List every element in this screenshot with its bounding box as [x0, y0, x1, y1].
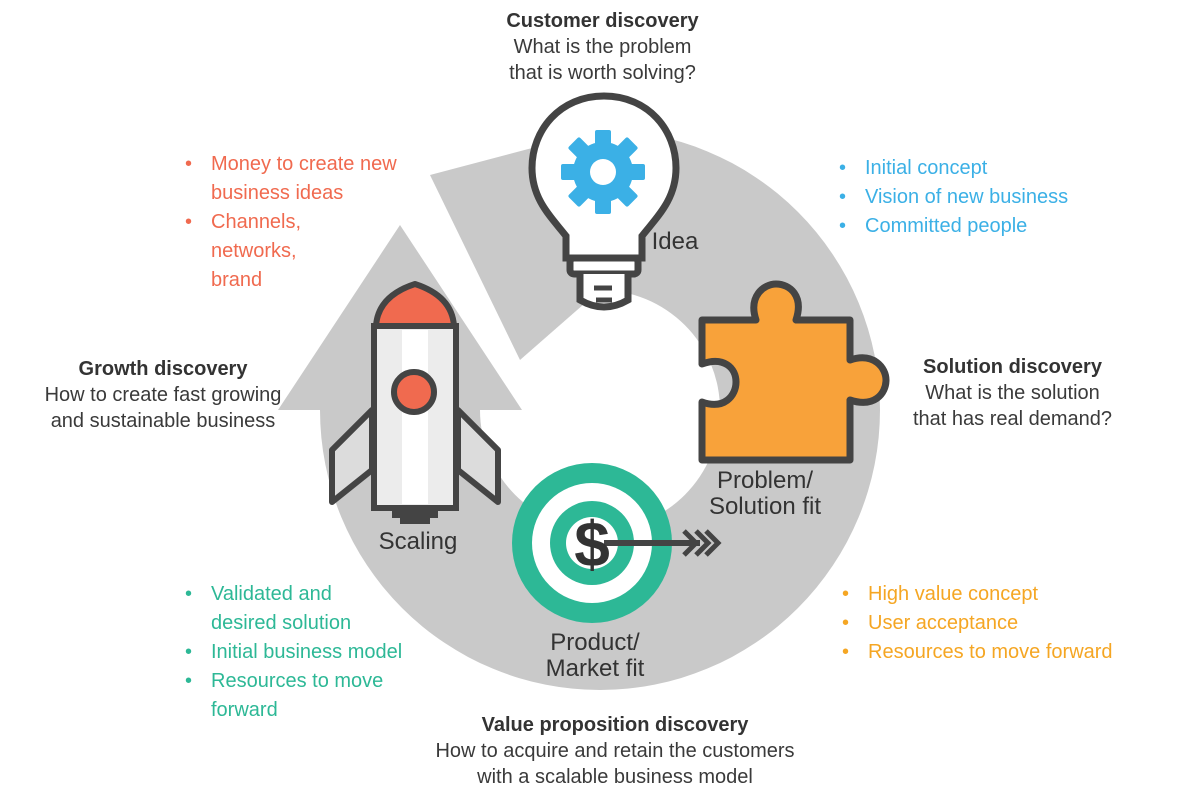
cycle-ring	[278, 130, 880, 690]
list-item: High value concept	[840, 580, 1180, 609]
value-proposition-line1: How to acquire and retain the customers	[435, 740, 795, 762]
customer-discovery-title: Customer discovery	[506, 10, 699, 32]
list-item: Initial concept	[837, 154, 1137, 183]
puzzle-piece-icon	[698, 280, 890, 464]
value-proposition-line2: with a scalable business model	[477, 766, 753, 788]
dollar-symbol: $	[574, 508, 610, 580]
arrow-fletching-icon	[682, 529, 722, 557]
list-item: Vision of new business	[837, 183, 1137, 212]
target-dollar-icon: $	[512, 463, 722, 623]
list-item: Money to create new business ideas	[183, 150, 423, 208]
growth-discovery-line2: and sustainable business	[50, 410, 276, 432]
growth-discovery-block: Growth discovery How to create fast grow…	[8, 356, 318, 434]
list-item: Initial business model	[183, 638, 453, 667]
stage-label-problem-line2: Solution fit	[708, 493, 822, 520]
lightbulb-gear-icon	[528, 92, 680, 311]
rocket-icon	[329, 281, 501, 524]
stage-label-product-line1: Product/	[550, 629, 640, 656]
customer-discovery-line1: What is the problem	[513, 36, 692, 58]
value-proposition-block: Value proposition discovery How to acqui…	[375, 712, 855, 790]
growth-discovery-title: Growth discovery	[78, 358, 248, 380]
list-item: Resources to move forward	[840, 638, 1180, 667]
list-item: Resources to move forward	[183, 667, 421, 725]
list-item: Channels, networks, brand	[183, 208, 331, 295]
gear-icon	[561, 130, 645, 214]
stage-label-product-market-fit: Product/ Market fit	[525, 630, 665, 682]
list-item: Committed people	[837, 212, 1137, 241]
stage-label-scaling: Scaling	[378, 528, 458, 555]
resources-list-orange: Money to create new business ideas Chann…	[183, 150, 423, 295]
list-item: Validated and desired solution	[183, 580, 381, 638]
value-proposition-title: Value proposition discovery	[481, 714, 749, 736]
resources-list-green: Validated and desired solution Initial b…	[183, 580, 453, 725]
solution-discovery-line1: What is the solution	[925, 382, 1100, 404]
solution-discovery-title: Solution discovery	[923, 356, 1102, 378]
stage-label-problem-line1: Problem/	[716, 467, 814, 494]
customer-discovery-line2: that is worth solving?	[509, 62, 696, 84]
stage-label-idea: Idea	[651, 228, 699, 255]
resources-list-yellow: High value concept User acceptance Resou…	[840, 580, 1180, 667]
list-item: User acceptance	[840, 609, 1180, 638]
customer-discovery-block: Customer discovery What is the problem t…	[450, 8, 755, 86]
resources-list-blue: Initial concept Vision of new business C…	[837, 154, 1137, 241]
stage-label-problem-solution-fit: Problem/ Solution fit	[690, 468, 840, 520]
solution-discovery-block: Solution discovery What is the solution …	[885, 354, 1140, 432]
growth-discovery-line1: How to create fast growing	[44, 384, 282, 406]
solution-discovery-line2: that has real demand?	[912, 408, 1113, 430]
stage-label-product-line2: Market fit	[545, 655, 645, 682]
